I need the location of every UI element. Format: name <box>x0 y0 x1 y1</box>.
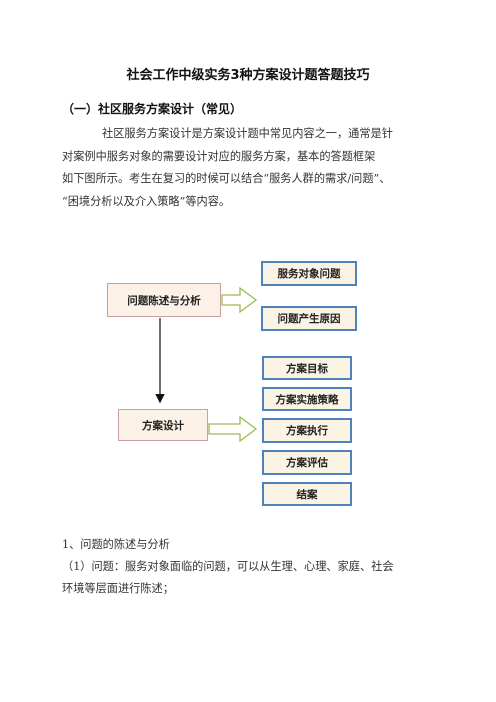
block-arrow-upper <box>221 286 258 314</box>
document-title: 社会工作中级实务3种方案设计题答题技巧 <box>126 68 370 83</box>
intro-line: 社区服务方案设计是方案设计题中常见内容之一，通常是针 <box>102 127 393 140</box>
section-heading: （一）社区服务方案设计（常见） <box>62 102 243 116</box>
case-closing-label: 结案 <box>296 488 318 501</box>
body-paragraph: （1）问题：服务对象面临的问题，可以从生理、心理、家庭、社会 环境等层面进行陈述… <box>62 556 442 600</box>
problem-cause-box: 问题产生原因 <box>261 306 357 331</box>
plan-execution-box: 方案执行 <box>262 418 352 443</box>
case-closing-box: 结案 <box>262 482 352 506</box>
plan-goal-label: 方案目标 <box>286 362 328 375</box>
plan-design-label: 方案设计 <box>142 419 184 432</box>
plan-evaluation-box: 方案评估 <box>262 450 352 475</box>
subsection-heading: 1、问题的陈述与分析 <box>62 538 170 551</box>
problem-analysis-label: 问题陈述与分析 <box>127 294 201 307</box>
plan-design-box: 方案设计 <box>118 409 208 441</box>
block-arrow-lower <box>208 415 258 443</box>
plan-goal-box: 方案目标 <box>262 356 352 380</box>
intro-line: 如下图所示。考生在复习的时候可以结合“服务人群的需求/问题”、 <box>62 172 391 185</box>
plan-evaluation-label: 方案评估 <box>286 457 328 469</box>
intro-line: “困境分析以及介入策略”等内容。 <box>62 194 231 208</box>
problem-analysis-box: 问题陈述与分析 <box>107 283 221 317</box>
plan-strategy-box: 方案实施策略 <box>262 387 352 411</box>
plan-strategy-label: 方案实施策略 <box>275 393 339 406</box>
body-line: 环境等层面进行陈述； <box>62 582 174 595</box>
plan-execution-label: 方案执行 <box>286 425 328 437</box>
intro-paragraph: 社区服务方案设计是方案设计题中常见内容之一，通常是针 对案例中服务对象的需要设计… <box>62 123 434 213</box>
intro-line: 对案例中服务对象的需要设计对应的服务方案，基本的答题框架 <box>62 149 376 163</box>
client-problem-box: 服务对象问题 <box>261 261 357 286</box>
problem-cause-label: 问题产生原因 <box>277 313 341 325</box>
body-line: （1）问题：服务对象面临的问题，可以从生理、心理、家庭、社会 <box>62 560 394 573</box>
client-problem-label: 服务对象问题 <box>277 268 341 280</box>
